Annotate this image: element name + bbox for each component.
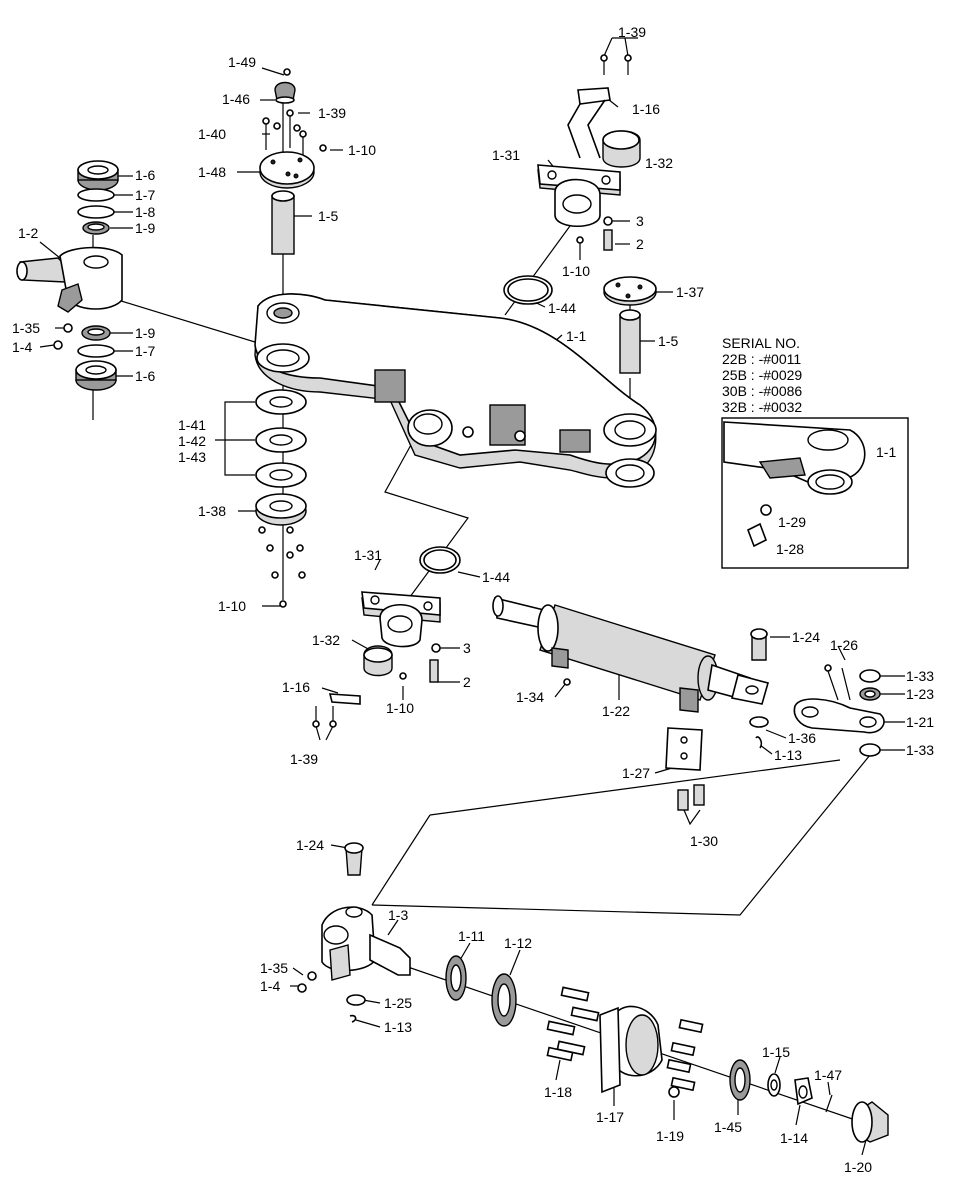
- label-1-13: 1-13: [384, 1019, 412, 1035]
- label-1-21: 1-21: [906, 714, 934, 730]
- serial-title: SERIAL NO.: [722, 335, 800, 351]
- king-pin-1-5-right: [619, 314, 641, 374]
- label-1-7: 1-7: [135, 343, 155, 359]
- hub-studs: [546, 986, 704, 1092]
- label-1-28: 1-28: [776, 541, 804, 557]
- label-1-12: 1-12: [504, 935, 532, 951]
- label-1-39: 1-39: [318, 105, 346, 121]
- label-1-10: 1-10: [348, 142, 376, 158]
- serial-inset: [721, 417, 909, 569]
- label-1-40: 1-40: [198, 126, 226, 142]
- label-1-13: 1-13: [774, 747, 802, 763]
- label-1-14: 1-14: [780, 1130, 808, 1146]
- label-1-43: 1-43: [178, 449, 206, 465]
- label-1-47: 1-47: [814, 1067, 842, 1083]
- king-pin-1-5-left: [271, 195, 295, 255]
- hub-cap-1-20: [851, 1101, 873, 1143]
- label-1-42: 1-42: [178, 433, 206, 449]
- label-1-6: 1-6: [135, 368, 155, 384]
- label-3: 3: [636, 213, 644, 229]
- label-1-17: 1-17: [596, 1109, 624, 1125]
- knuckle-left-stack: [16, 160, 123, 391]
- label-1-25: 1-25: [384, 995, 412, 1011]
- label-1-5: 1-5: [318, 208, 338, 224]
- label-1-8: 1-8: [135, 204, 155, 220]
- label-1-35: 1-35: [260, 960, 288, 976]
- label-1-32: 1-32: [312, 632, 340, 648]
- label-1-33: 1-33: [906, 742, 934, 758]
- axle-beam: [254, 293, 657, 488]
- label-1-2: 1-2: [18, 225, 38, 241]
- leader-lines: [39, 37, 905, 1156]
- label-1-37: 1-37: [676, 284, 704, 300]
- label-1-16: 1-16: [282, 679, 310, 695]
- support-middle: [312, 546, 461, 728]
- label-1-15: 1-15: [762, 1044, 790, 1060]
- label-1-19: 1-19: [656, 1128, 684, 1144]
- label-1-27: 1-27: [622, 765, 650, 781]
- bushing-1-32-bottom: [363, 647, 393, 663]
- hub-assembly: [445, 955, 889, 1143]
- label-1-32: 1-32: [645, 155, 673, 171]
- label-1-23: 1-23: [906, 686, 934, 702]
- label-1-41: 1-41: [178, 417, 206, 433]
- label-1-38: 1-38: [198, 503, 226, 519]
- label-1-5: 1-5: [658, 333, 678, 349]
- label-1-45: 1-45: [714, 1119, 742, 1135]
- label-1-26: 1-26: [830, 637, 858, 653]
- label-1-3: 1-3: [388, 907, 408, 923]
- part-labels: 1-39 1-49 1-46 1-39 1-16 1-40 1-10 1-31 …: [12, 24, 934, 1175]
- label-1-4: 1-4: [260, 978, 280, 994]
- bushing-1-32-top: [602, 130, 640, 150]
- label-1-4: 1-4: [12, 339, 32, 355]
- label-1-22: 1-22: [602, 703, 630, 719]
- label-1-49: 1-49: [228, 54, 256, 70]
- tie-rod-links: [665, 628, 885, 811]
- label-1-6: 1-6: [135, 167, 155, 183]
- serial-number-block: SERIAL NO. 22B : -#0011 25B : -#0029 30B…: [722, 335, 802, 415]
- serial-line-2: 25B : -#0029: [722, 367, 802, 383]
- label-1-31: 1-31: [492, 147, 520, 163]
- label-2: 2: [463, 674, 471, 690]
- kingpin-top-stack: [259, 68, 327, 255]
- label-1-35: 1-35: [12, 320, 40, 336]
- label-1-1: 1-1: [566, 328, 586, 344]
- label-1-34: 1-34: [516, 689, 544, 705]
- label-1-39: 1-39: [618, 24, 646, 40]
- label-3: 3: [463, 640, 471, 656]
- label-1-46: 1-46: [222, 91, 250, 107]
- label-1-30: 1-30: [690, 833, 718, 849]
- label-1-48: 1-48: [198, 164, 226, 180]
- label-1-24: 1-24: [296, 837, 324, 853]
- label-1-36: 1-36: [788, 730, 816, 746]
- label-1-11: 1-11: [458, 928, 485, 944]
- steering-cylinder: [492, 595, 769, 713]
- label-1-29: 1-29: [778, 514, 806, 530]
- serial-line-4: 32B : -#0032: [722, 399, 802, 415]
- label-2: 2: [636, 236, 644, 252]
- label-1-9: 1-9: [135, 220, 155, 236]
- knuckle-lower: [297, 842, 411, 1023]
- label-1-9: 1-9: [135, 325, 155, 341]
- plate-1-48: [259, 151, 315, 185]
- serial-line-3: 30B : -#0086: [722, 383, 802, 399]
- label-1-44: 1-44: [482, 569, 510, 585]
- label-1-33: 1-33: [906, 668, 934, 684]
- shim-stack: [255, 389, 307, 608]
- label-1-24: 1-24: [792, 629, 820, 645]
- label-1-1-inset: 1-1: [876, 444, 896, 460]
- label-1-10: 1-10: [562, 263, 590, 279]
- label-1-39: 1-39: [290, 751, 318, 767]
- label-1-10: 1-10: [386, 700, 414, 716]
- label-1-31: 1-31: [354, 547, 382, 563]
- label-1-10: 1-10: [218, 598, 246, 614]
- label-1-44: 1-44: [548, 300, 576, 316]
- label-1-7: 1-7: [135, 187, 155, 203]
- label-1-20: 1-20: [844, 1159, 872, 1175]
- serial-line-1: 22B : -#0011: [722, 351, 801, 367]
- label-1-18: 1-18: [544, 1084, 572, 1100]
- support-top-right: [503, 54, 657, 374]
- label-1-16: 1-16: [632, 101, 660, 117]
